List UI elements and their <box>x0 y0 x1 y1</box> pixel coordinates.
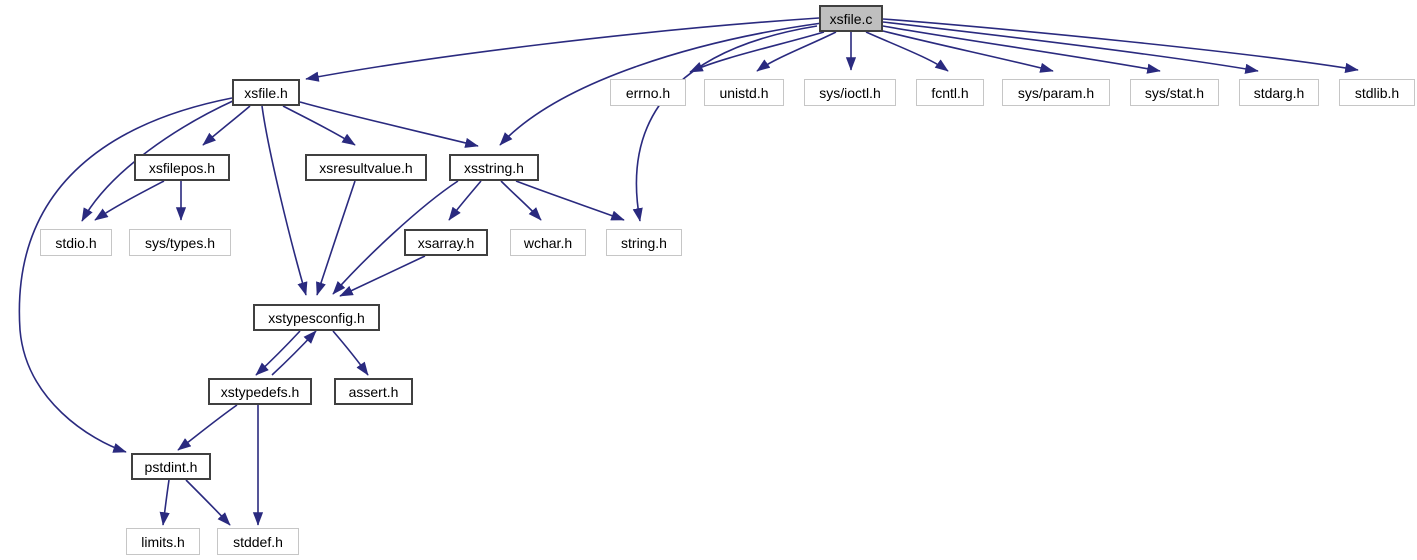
graph-node-label: xstypedefs.h <box>220 383 300 400</box>
graph-edge-xsstring-h-to-string-h <box>515 180 625 221</box>
graph-edge-xsfile-h-to-pstdint-h <box>18 97 233 453</box>
graph-node-wchar-h[interactable]: wchar.h <box>510 229 586 256</box>
graph-node-sys-param-h[interactable]: sys/param.h <box>1002 79 1110 106</box>
graph-edge-xstypedefs-h-to-xstypesconfig-h <box>271 330 317 376</box>
graph-node-xstypesconfig-h[interactable]: xstypesconfig.h <box>253 304 380 331</box>
graph-edge-xsstring-h-to-xstypesconfig-h <box>332 180 459 295</box>
graph-edge-xsfile-h-to-xstypesconfig-h <box>261 105 308 296</box>
graph-node-stdio-h[interactable]: stdio.h <box>40 229 112 256</box>
graph-edge-xsstring-h-to-wchar-h <box>500 180 542 221</box>
graph-node-stdarg-h[interactable]: stdarg.h <box>1239 79 1319 106</box>
graph-node-label: sys/stat.h <box>1144 84 1205 101</box>
graph-node-label: errno.h <box>625 84 671 101</box>
graph-node-fcntl-h[interactable]: fcntl.h <box>916 79 984 106</box>
graph-edge-xstypesconfig-h-to-assert-h <box>332 330 369 376</box>
graph-node-label: xsfile.h <box>244 84 288 101</box>
graph-node-xstypedefs-h[interactable]: xstypedefs.h <box>208 378 312 405</box>
graph-node-label: stdlib.h <box>1354 84 1400 101</box>
graph-edge-xsfilepos-h-to-stdio-h <box>94 180 165 221</box>
graph-edge-xsfile-c-to-sys-param-h <box>878 29 1054 73</box>
graph-node-label: fcntl.h <box>931 84 969 101</box>
graph-node-label: stdio.h <box>55 234 97 251</box>
graph-node-label: assert.h <box>348 383 399 400</box>
graph-node-label: xsstring.h <box>464 159 524 176</box>
graph-node-sys-types-h[interactable]: sys/types.h <box>129 229 231 256</box>
graph-node-xsstring-h[interactable]: xsstring.h <box>449 154 539 181</box>
graph-node-pstdint-h[interactable]: pstdint.h <box>131 453 211 480</box>
graph-edge-pstdint-h-to-stddef-h <box>185 479 231 526</box>
graph-edge-xstypesconfig-h-to-xstypedefs-h <box>255 330 301 376</box>
graph-node-errno-h[interactable]: errno.h <box>610 79 686 106</box>
graph-node-label: string.h <box>621 234 667 251</box>
graph-edge-xsarray-h-to-xstypesconfig-h <box>339 255 426 297</box>
graph-edge-xsfile-h-to-xsresultvalue-h <box>282 105 356 146</box>
graph-node-label: xsfile.c <box>829 10 873 27</box>
graph-node-stdlib-h[interactable]: stdlib.h <box>1339 79 1415 106</box>
graph-edge-xsfile-c-to-sys-stat-h <box>882 25 1161 74</box>
graph-edge-xsstring-h-to-xsarray-h <box>448 180 482 221</box>
graph-node-label: sys/types.h <box>144 234 216 251</box>
graph-node-xsarray-h[interactable]: xsarray.h <box>404 229 488 256</box>
graph-node-label: sys/param.h <box>1017 84 1095 101</box>
graph-node-label: limits.h <box>141 533 185 550</box>
graph-node-label: unistd.h <box>719 84 769 101</box>
graph-node-sys-stat-h[interactable]: sys/stat.h <box>1130 79 1219 106</box>
graph-edge-xsfile-h-to-xsfilepos-h <box>202 105 251 146</box>
graph-node-xsfile-h[interactable]: xsfile.h <box>232 79 300 106</box>
graph-edge-xsfile-c-to-stdlib-h <box>882 18 1359 73</box>
graph-node-stddef-h[interactable]: stddef.h <box>217 528 299 555</box>
graph-node-xsfile-c[interactable]: xsfile.c <box>819 5 883 32</box>
graph-edge-xsfile-c-to-string-h <box>632 25 818 222</box>
graph-edge-xsresultvalue-h-to-xstypesconfig-h <box>316 180 356 296</box>
graph-node-label: xstypesconfig.h <box>268 309 365 326</box>
graph-node-label: stdarg.h <box>1253 84 1305 101</box>
graph-edge-xstypedefs-h-to-pstdint-h <box>177 404 238 451</box>
graph-node-assert-h[interactable]: assert.h <box>334 378 413 405</box>
graph-node-string-h[interactable]: string.h <box>606 229 682 256</box>
graph-node-label: stddef.h <box>233 533 283 550</box>
graph-node-label: xsarray.h <box>417 234 475 251</box>
graph-edge-xsfile-h-to-stdio-h <box>81 99 236 222</box>
graph-node-label: sys/ioctl.h <box>819 84 881 101</box>
graph-edge-xsfile-c-to-xsfile-h <box>305 17 820 82</box>
graph-node-label: xsfilepos.h <box>148 159 216 176</box>
graph-node-label: wchar.h <box>523 234 573 251</box>
graph-edge-xsfile-c-to-fcntl-h <box>865 31 949 72</box>
graph-edge-xsfile-c-to-unistd-h <box>756 31 837 72</box>
graph-node-sys-ioctl-h[interactable]: sys/ioctl.h <box>804 79 896 106</box>
graph-edge-pstdint-h-to-limits-h <box>159 479 170 526</box>
graph-node-xsfilepos-h[interactable]: xsfilepos.h <box>134 154 230 181</box>
graph-node-label: pstdint.h <box>144 458 198 475</box>
graph-node-label: xsresultvalue.h <box>319 159 413 176</box>
graph-edge-xsfile-c-to-xsstring-h <box>499 22 823 146</box>
graph-edge-xsfile-c-to-stdarg-h <box>882 21 1259 74</box>
graph-node-unistd-h[interactable]: unistd.h <box>704 79 784 106</box>
graph-node-xsresultvalue-h[interactable]: xsresultvalue.h <box>305 154 427 181</box>
graph-edge-xsfile-h-to-xsstring-h <box>299 101 479 148</box>
graph-node-limits-h[interactable]: limits.h <box>126 528 200 555</box>
graph-edge-xsfile-c-to-errno-h <box>689 31 825 73</box>
